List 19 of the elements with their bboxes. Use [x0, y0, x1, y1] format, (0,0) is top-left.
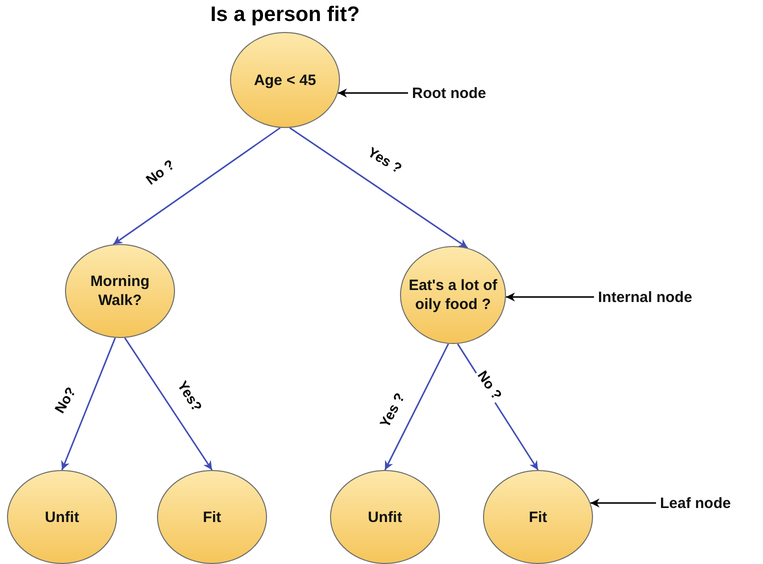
node-label: Fit	[202, 508, 222, 526]
node-label: Eat's a lot of oily food ?	[408, 276, 498, 314]
arrow	[289, 127, 468, 249]
node-label: Morning Walk?	[89, 272, 151, 310]
arrow	[112, 127, 281, 245]
diagram-title: Is a person fit?	[210, 3, 360, 27]
arrow	[384, 343, 450, 470]
arrow	[124, 337, 213, 470]
pointer-arrow	[338, 88, 408, 98]
annotation-text: Leaf node	[660, 494, 731, 512]
annotation-text: Root node	[412, 84, 486, 102]
arrow	[61, 338, 116, 470]
pointer-arrow	[590, 498, 656, 508]
node-label: Fit	[528, 508, 548, 526]
annotation-text: Internal node	[598, 288, 692, 306]
node-label: Unfit	[44, 508, 80, 526]
node-label: Unfit	[368, 508, 402, 526]
pointer-arrow	[506, 292, 594, 302]
node-label: Age < 45	[254, 70, 316, 90]
